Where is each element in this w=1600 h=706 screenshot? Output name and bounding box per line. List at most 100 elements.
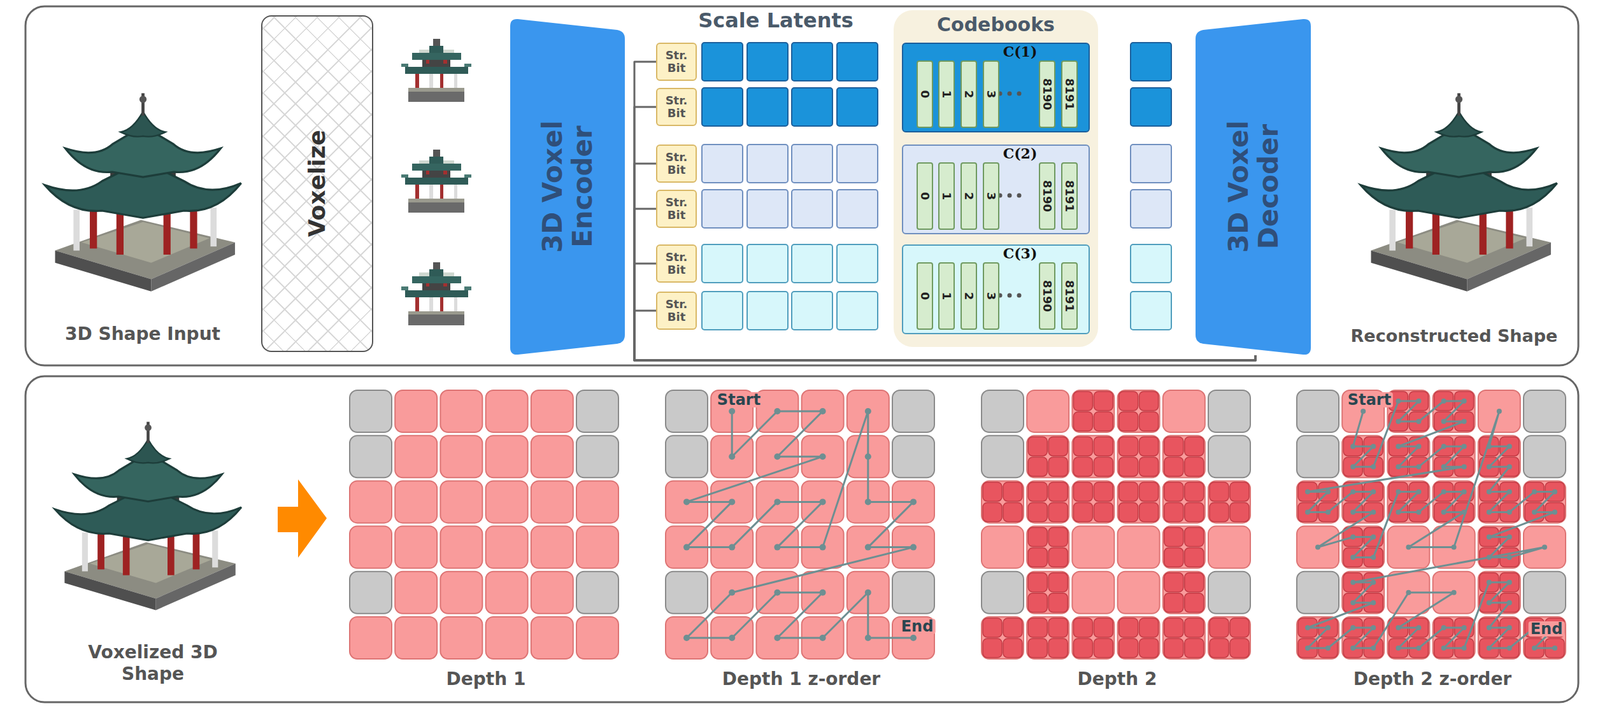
latent-token [836,42,878,81]
caption-label: Depth 2 z-order [1353,668,1512,690]
latent-token [791,144,833,183]
sub-cell [1139,618,1159,638]
z-order-point [819,635,827,642]
z-order-point [773,589,781,597]
z-order-point [1350,464,1356,470]
sub-cell [1139,638,1159,658]
node-text: 0 [918,192,932,201]
z-order-point [1461,625,1467,631]
label-slot: End [899,619,936,635]
sub-cell [1093,391,1113,411]
z-order-point [864,453,872,460]
code-entry: 8191 [1061,162,1078,230]
latent-token [701,144,743,183]
latent-token [791,87,833,127]
latent-token [791,244,833,283]
z-order-point [1395,509,1401,515]
sub-cell [1229,618,1250,638]
empty-cell [1296,571,1339,615]
node-text: 8191 [1063,180,1076,213]
node-text: 2 [962,292,976,301]
z-order-point [773,544,781,551]
latent-token [1130,244,1172,283]
node-text: 1 [940,90,953,99]
sub-cell [1048,502,1068,522]
node-text: 3 [984,292,998,301]
latent-token [701,87,743,127]
input-pagoda [44,92,241,292]
occupied-cell [440,526,483,569]
occupied-cell [1026,526,1069,569]
z-order-point [1370,443,1376,450]
node-text: Str. Bit [659,298,694,324]
latent-token [1130,291,1172,330]
occupied-cell [440,571,483,615]
sub-cell [1048,457,1068,477]
latent-token [747,144,788,183]
latent-token [1130,189,1172,229]
empty-cell [1296,435,1339,478]
sub-cell [1028,436,1048,457]
sub-cell [1209,638,1229,658]
caption-label: Depth 1 z-order [722,668,881,690]
voxel-pagoda [401,38,472,102]
label-slot: Start [715,392,763,408]
empty-cell [1523,435,1566,478]
z-order-point [1350,535,1356,541]
z-order-point [1325,509,1331,515]
z-order-point [1531,645,1537,651]
z-order-point [864,544,872,551]
occupied-cell [394,435,437,478]
z-order-point [1441,509,1447,515]
z-order-point [683,635,690,642]
codebook-box: C(2)012381908191 [901,144,1090,235]
z-order-point [1486,580,1492,586]
sub-cell [1164,502,1184,522]
z-order-point [864,635,872,642]
z-order-point [1415,645,1422,651]
structure-bit-box: Str. Bit [656,244,697,283]
sub-cell [1073,618,1093,638]
sub-cell [1184,548,1204,568]
z-order-point [728,453,736,460]
occupied-cell [1026,435,1069,478]
z-order-point [1552,509,1558,515]
z-order-point [728,635,736,642]
z-order-point [1486,464,1492,470]
sub-cell [1184,573,1204,593]
sub-cell [1028,528,1048,548]
z-order-point [1486,509,1492,515]
occupied-cell [981,617,1024,660]
sub-cell [1093,436,1113,457]
latent-token [747,291,788,330]
code-entry: 1 [938,162,955,230]
z-order-point [728,544,736,551]
path-marker-label: Start [715,392,763,408]
sub-cell [1119,391,1139,411]
z-order-point [1486,489,1492,495]
z-order-point [1461,443,1467,450]
latent-token [836,291,878,330]
sub-cell [1073,457,1093,477]
codebook-label: C(2) [1003,145,1038,162]
occupied-cell [349,617,392,660]
occupied-cell [485,480,529,523]
z-order-point [1370,489,1376,495]
bracket-connector [634,107,1256,361]
sub-cell [1139,457,1159,477]
ellipsis-dot [1007,193,1013,199]
sub-cell [1139,436,1159,457]
z-order-point [1461,489,1467,495]
sub-cell [1028,593,1048,613]
code-entry: 3 [982,262,1000,330]
latent-token [747,189,788,229]
occupied-cell [1071,617,1115,660]
orange-arrow [277,479,327,558]
occupied-cell [1208,617,1251,660]
z-order-point [1415,625,1422,631]
z-order-point [1405,590,1411,596]
z-order-point [1415,398,1422,404]
z-order-point [1325,489,1331,495]
sub-cell [1003,502,1023,522]
